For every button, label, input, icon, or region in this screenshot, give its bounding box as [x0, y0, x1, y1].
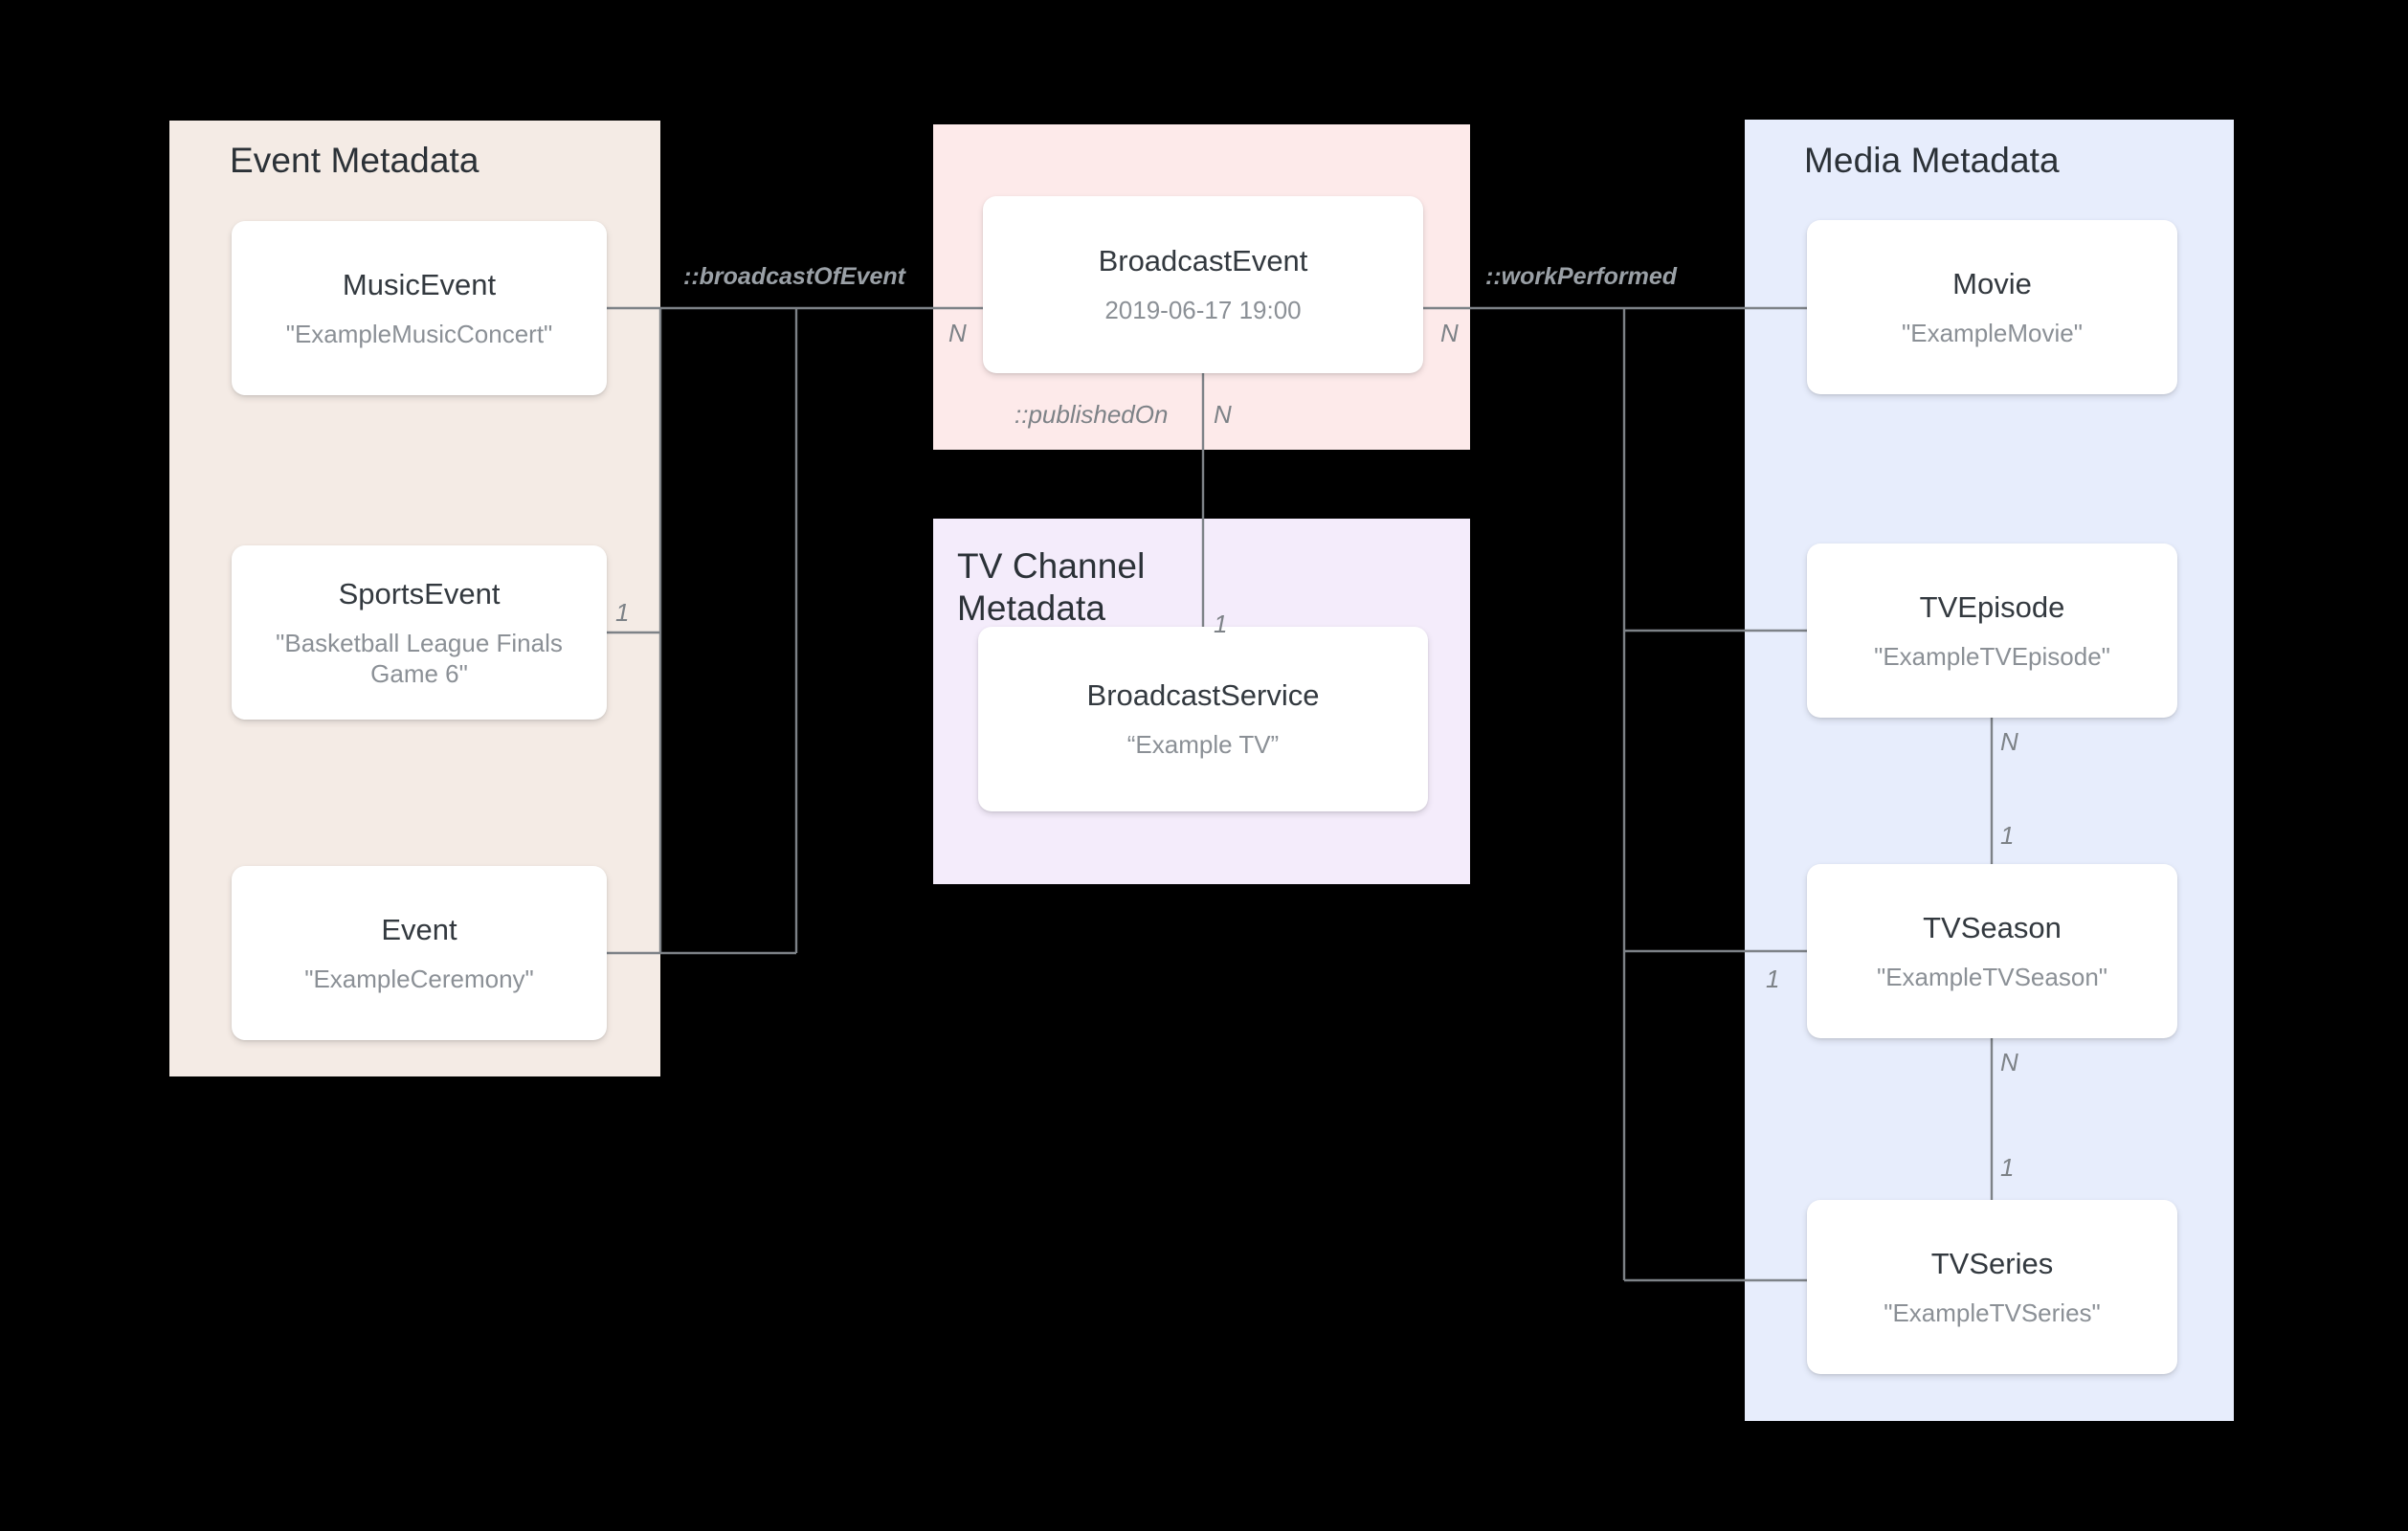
cardinality-sportsevent-one: 1: [615, 598, 630, 627]
entity-value: "ExampleTVSeason": [1876, 962, 2108, 991]
cardinality-tvseason-one: 1: [2000, 821, 2015, 850]
cardinality-broadcastservice-one: 1: [1214, 610, 1228, 638]
group-title-media-metadata: Media Metadata: [1804, 141, 2060, 180]
cardinality-tvepisode-n: N: [2000, 727, 2018, 756]
entity-name: SportsEvent: [338, 576, 501, 610]
entity-name: BroadcastService: [1086, 678, 1320, 713]
entity-card-broadcastevent[interactable]: BroadcastEvent 2019-06-17 19:00: [983, 196, 1423, 373]
entity-card-musicevent[interactable]: MusicEvent "ExampleMusicConcert": [232, 221, 607, 395]
entity-name: BroadcastEvent: [1098, 244, 1308, 278]
entity-card-movie[interactable]: Movie "ExampleMovie": [1807, 220, 2177, 394]
entity-name: MusicEvent: [342, 267, 497, 301]
group-title-tv-channel-metadata: TV Channel Metadata: [957, 546, 1146, 628]
entity-card-broadcastservice[interactable]: BroadcastService “Example TV”: [978, 627, 1428, 811]
relation-label-work-performed: ::workPerformed: [1485, 263, 1678, 290]
relation-label-broadcast-of-event: ::broadcastOfEvent: [683, 263, 905, 290]
cardinality-tvseason-n: N: [2000, 1048, 2018, 1076]
entity-card-tvseason[interactable]: TVSeason "ExampleTVSeason": [1807, 864, 2177, 1038]
relation-label-published-on: ::publishedOn: [1014, 400, 1169, 429]
entity-value: "ExampleTVEpisode": [1874, 641, 2110, 671]
group-title-event-metadata: Event Metadata: [230, 141, 479, 180]
cardinality-broadcastevent-left: N: [948, 319, 967, 347]
cardinality-tvseason-left-one: 1: [1766, 965, 1780, 993]
entity-name: Movie: [1952, 266, 2032, 300]
cardinality-broadcastevent-right: N: [1440, 319, 1459, 347]
cardinality-publishedon-n: N: [1214, 400, 1232, 429]
entity-name: TVSeason: [1923, 910, 2062, 944]
entity-value: "ExampleTVSeries": [1884, 1298, 2101, 1327]
entity-value: "Basketball League Finals Game 6": [276, 628, 563, 688]
cardinality-tvseries-one: 1: [2000, 1153, 2015, 1182]
entity-value: "ExampleMovie": [1902, 318, 2083, 347]
entity-card-event[interactable]: Event "ExampleCeremony": [232, 866, 607, 1040]
entity-value: 2019-06-17 19:00: [1104, 296, 1302, 325]
entity-card-tvseries[interactable]: TVSeries "ExampleTVSeries": [1807, 1200, 2177, 1374]
entity-value: “Example TV”: [1126, 730, 1280, 760]
entity-value: "ExampleCeremony": [304, 964, 534, 993]
entity-name: TVSeries: [1930, 1246, 2054, 1280]
entity-name: TVEpisode: [1919, 589, 2065, 624]
entity-name: Event: [381, 912, 457, 946]
entity-card-sportsevent[interactable]: SportsEvent "Basketball League Finals Ga…: [232, 545, 607, 720]
entity-value: "ExampleMusicConcert": [285, 319, 553, 348]
entity-card-tvepisode[interactable]: TVEpisode "ExampleTVEpisode": [1807, 544, 2177, 718]
